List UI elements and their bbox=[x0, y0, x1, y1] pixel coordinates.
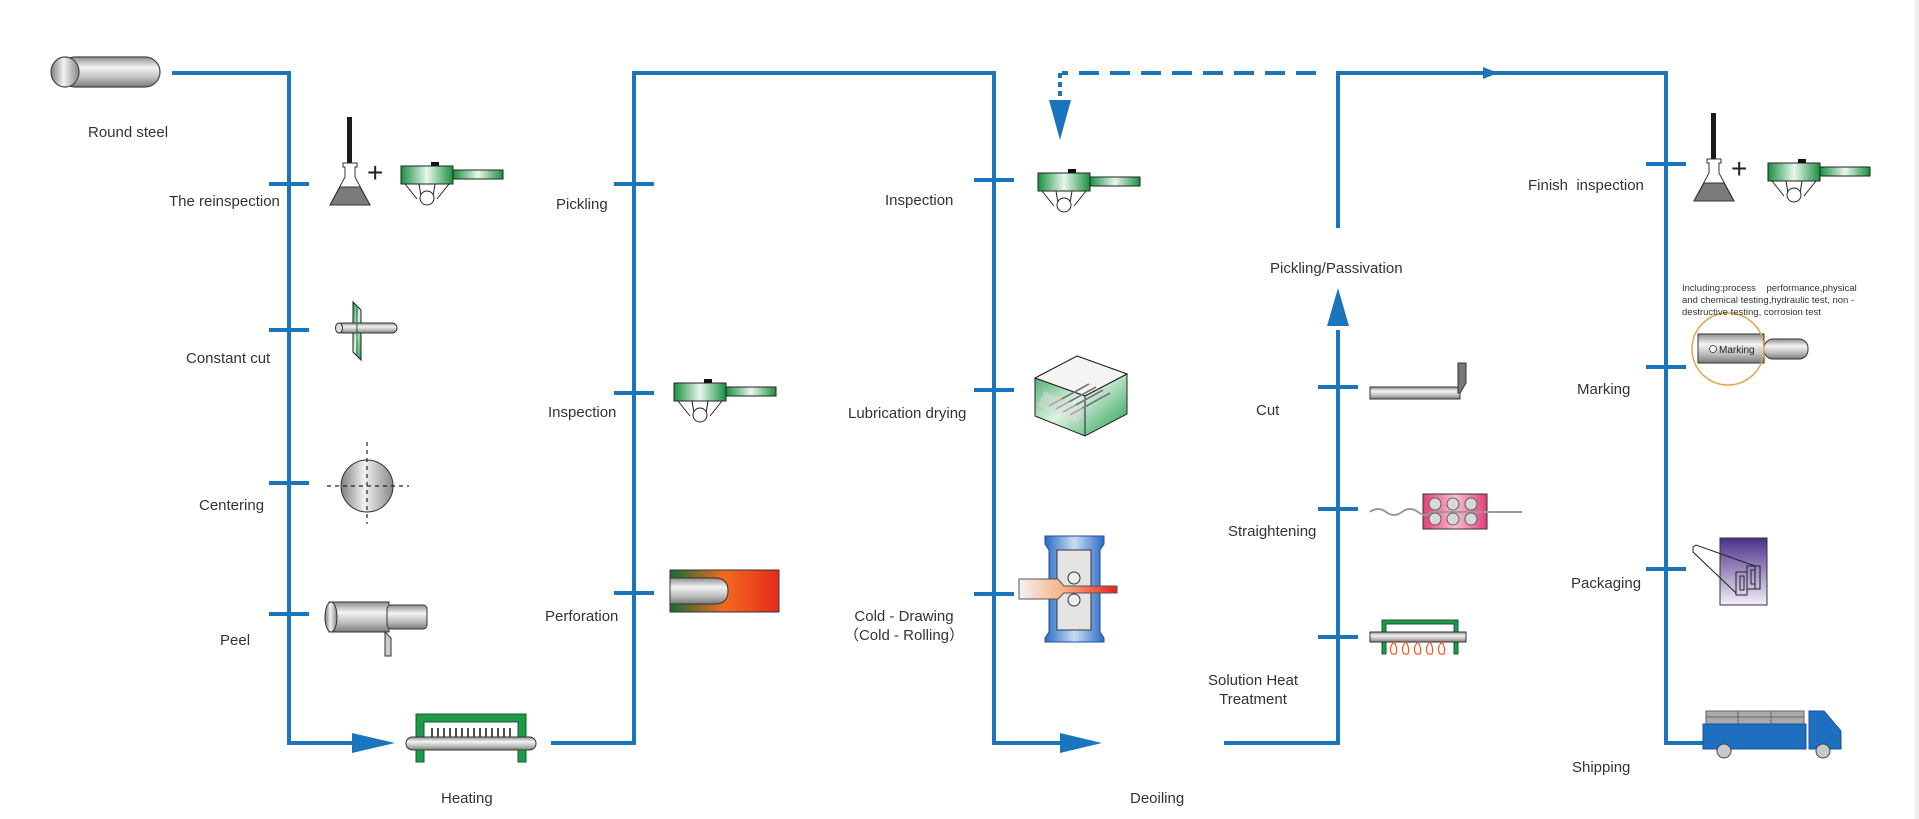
label-shipping: Shipping bbox=[1572, 759, 1631, 776]
step-ticks bbox=[269, 162, 1686, 639]
label-reinspection: The reinspection bbox=[169, 193, 280, 210]
cut-icon bbox=[1369, 362, 1467, 400]
label-finish-inspection: Finish inspection bbox=[1528, 177, 1644, 194]
label-marking: Marking bbox=[1577, 381, 1631, 398]
round-steel-icon bbox=[50, 56, 161, 88]
label-constant-cut: Constant cut bbox=[186, 350, 271, 367]
label-pickling-passivation: Pickling/Passivation bbox=[1270, 260, 1403, 277]
label-cold-drawing-line1: Cold - Drawing bbox=[854, 608, 954, 625]
label-solution-heat-line2: Treatment bbox=[1219, 691, 1287, 708]
label-centering: Centering bbox=[199, 497, 265, 514]
marking-icon: Marking bbox=[1691, 312, 1809, 386]
heating-furnace-icon bbox=[405, 713, 537, 763]
truck-icon bbox=[1702, 710, 1842, 759]
packaging-icon bbox=[1692, 537, 1768, 606]
arrow-down-inspection bbox=[1049, 100, 1071, 140]
solution-heat-furnace-icon bbox=[1369, 619, 1467, 655]
label-inspection-1: Inspection bbox=[548, 404, 617, 421]
cold-drawing-mill-icon bbox=[1018, 535, 1118, 643]
flow-line-column-4 bbox=[1336, 71, 1706, 745]
arrow-to-deoiling bbox=[1060, 733, 1102, 753]
label-packaging: Packaging bbox=[1571, 575, 1642, 592]
marking-text: Marking bbox=[1719, 345, 1755, 356]
label-round-steel: Round steel bbox=[88, 124, 169, 141]
label-solution-heat-treatment: Solution Heat Treatment bbox=[1198, 671, 1308, 709]
caliper-icon bbox=[1037, 168, 1141, 213]
label-inspection-2: Inspection bbox=[885, 192, 954, 209]
straightening-icon bbox=[1369, 493, 1522, 530]
label-deoiling: Deoiling bbox=[1130, 790, 1185, 807]
caliper-icon bbox=[400, 161, 504, 206]
right-edge bbox=[1915, 0, 1919, 819]
label-cold-drawing: Cold - Drawing （Cold - Rolling） bbox=[842, 607, 966, 645]
plus-sign: + bbox=[1731, 153, 1747, 184]
cutting-disc-icon bbox=[335, 300, 398, 362]
centering-icon bbox=[327, 442, 409, 524]
note-line-2: and chemical testing,hydraulic test, non… bbox=[1682, 295, 1855, 306]
note-line-3: destructive testing, corrosion test bbox=[1682, 307, 1821, 318]
label-cold-drawing-line2: （Cold - Rolling） bbox=[843, 627, 965, 644]
label-solution-heat-line1: Solution Heat bbox=[1207, 672, 1299, 689]
flow-arrows bbox=[352, 67, 1498, 753]
label-perforation: Perforation bbox=[545, 608, 619, 625]
note-line-1: Including:process performance,physical bbox=[1682, 283, 1857, 294]
caliper-icon bbox=[1767, 158, 1871, 203]
flow-line-column-2 bbox=[551, 71, 1070, 745]
arrow-up-to-passivation bbox=[1327, 288, 1349, 326]
label-straightening: Straightening bbox=[1228, 523, 1317, 540]
plus-sign: + bbox=[367, 157, 383, 188]
lubrication-drying-icon bbox=[1033, 355, 1129, 437]
finish-inspection-note: Including:process performance,physical a… bbox=[1682, 283, 1892, 319]
label-pickling: Pickling bbox=[556, 196, 608, 213]
arrow-to-heating bbox=[352, 733, 395, 753]
peel-icon bbox=[324, 601, 428, 657]
flask-icon bbox=[329, 116, 371, 206]
flow-line-column-3 bbox=[1224, 330, 1340, 745]
label-heating: Heating bbox=[441, 790, 493, 807]
flask-icon bbox=[1693, 112, 1735, 202]
caliper-icon bbox=[673, 378, 777, 423]
label-cut: Cut bbox=[1256, 402, 1280, 419]
flow-line-column-1 bbox=[172, 71, 360, 745]
label-peel: Peel bbox=[220, 632, 251, 649]
arrow-right-top bbox=[1483, 67, 1498, 79]
perforation-icon bbox=[669, 569, 780, 613]
label-lubrication-drying: Lubrication drying bbox=[848, 405, 967, 422]
flow-lines bbox=[172, 71, 1706, 745]
